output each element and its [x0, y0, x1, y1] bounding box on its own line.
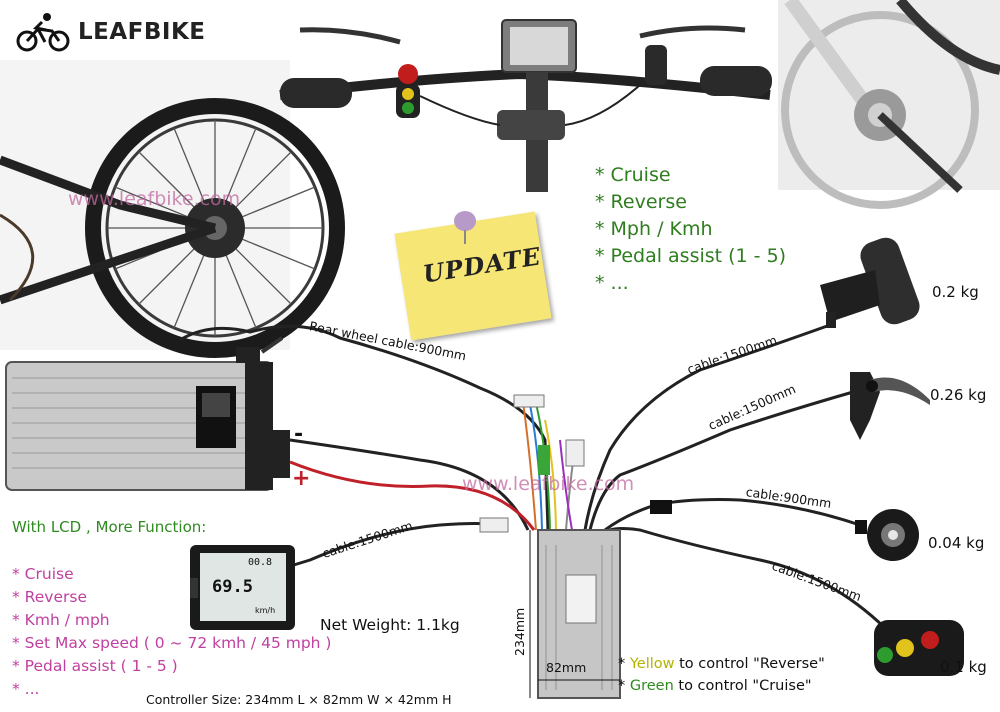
note-color-word: Yellow [629, 656, 675, 672]
controller-width-label: 82mm [546, 660, 587, 675]
feature-item: * ... [595, 272, 629, 294]
lcd-display [190, 545, 295, 630]
note-bullet: * [618, 656, 630, 672]
lcd-feature-item: * Pedal assist ( 1 - 5 ) [12, 657, 178, 675]
lcd-feature-list: * Cruise * Reverse * Kmh / mph * Set Max… [12, 563, 331, 701]
rear-wheel-hub-motor [0, 60, 345, 358]
handlebar [279, 19, 772, 192]
lcd-feature-item: * Cruise [12, 565, 74, 583]
switch-note-yellow: * Yellow to control "Reverse" [618, 653, 825, 675]
switch-notes: * Yellow to control "Reverse" * Green to… [618, 653, 825, 697]
pas-sensor [855, 509, 919, 561]
lcd-unit-readout: km/h [255, 606, 276, 615]
battery-plus-label: + [292, 466, 311, 491]
lcd-odo-readout: 00.8 [248, 557, 273, 568]
update-note-text: UPDATE [420, 241, 544, 289]
controller-box [529, 529, 621, 699]
brake-lever [850, 372, 930, 440]
pas-weight: 0.04 kg [928, 534, 985, 552]
lcd-section-title: With LCD , More Function: [12, 518, 207, 536]
lcd-feature-item: * Reverse [12, 588, 87, 606]
controller-length-label: 234mm [512, 607, 527, 656]
brake-weight: 0.26 kg [930, 386, 987, 404]
feature-item: * Reverse [595, 191, 687, 213]
net-weight: Net Weight: 1.1kg [320, 616, 460, 634]
lcd-speed-readout: 69.5 [212, 577, 253, 597]
throttle-weight: 0.2 kg [932, 283, 979, 301]
throttle-grip [820, 237, 920, 328]
lcd-feature-item: * ... [12, 680, 40, 698]
controller-size-label: Controller Size: 234mm L × 82mm W × 42mm… [146, 692, 452, 707]
note-rest: to control "Cruise" [673, 678, 812, 694]
battery-minus-label: - [294, 422, 304, 447]
wires [179, 323, 887, 630]
front-wheel-pas-sensor [778, 0, 1000, 209]
note-color-word: Green [629, 678, 674, 694]
lcd-feature-item: * Set Max speed ( 0 ~ 72 kmh / 45 mph ) [12, 634, 332, 652]
feature-item: * Mph / Kmh [595, 218, 713, 240]
function-switch [874, 620, 964, 676]
battery-pack [5, 336, 290, 491]
feature-item: * Cruise [595, 164, 671, 186]
brand-name: LEAFBIKE [78, 19, 206, 45]
note-rest: to control "Reverse" [674, 656, 825, 672]
feature-item: * Pedal assist (1 - 5) [595, 245, 787, 267]
switch-note-green: * Green to control "Cruise" [618, 675, 825, 697]
watermark-top: www.leafbike.com [68, 188, 241, 210]
note-bullet: * [618, 678, 630, 694]
watermark-center: www.leafbike.com [462, 473, 635, 495]
cyclist-icon [16, 13, 70, 52]
pushpin-icon [454, 211, 476, 244]
switch-weight: 0.1 kg [940, 658, 987, 676]
lcd-feature-item: * Kmh / mph [12, 611, 110, 629]
leafbike-logo: LEAFBIKE [14, 12, 206, 52]
top-feature-list: * Cruise * Reverse * Mph / Kmh * Pedal a… [595, 162, 786, 297]
